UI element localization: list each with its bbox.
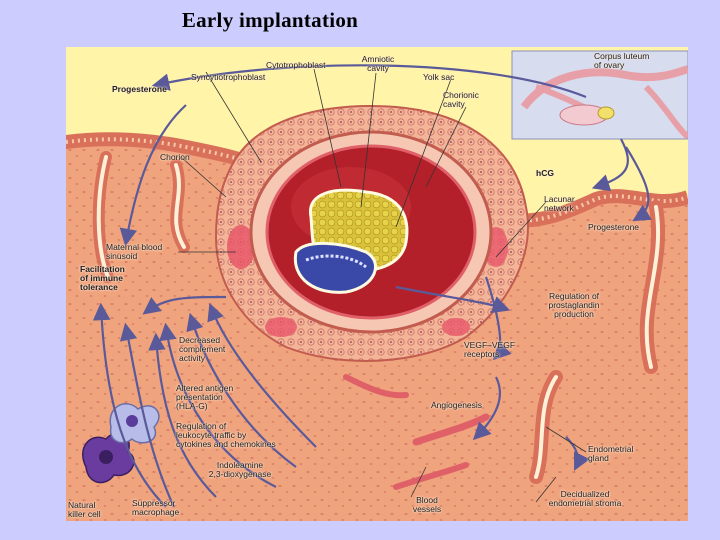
label-syncytiotrophoblast: Syncytiotrophoblast [191, 72, 266, 82]
maternal-blood-sinusoid [227, 225, 255, 269]
label-decidualized-stroma: Decidualized endometrial stroma [548, 489, 622, 508]
leader-lines [178, 68, 587, 503]
blood-vessel [412, 413, 490, 446]
label-yolk-sac: Yolk sac [423, 72, 455, 82]
label-corpus-luteum: Corpus luteum of ovary [594, 51, 650, 70]
label-vegf: VEGF–VEGF receptors [464, 340, 516, 359]
label-complement: Decreased complement activity [179, 335, 226, 363]
label-cytotrophoblast: Cytotrophoblast [266, 60, 326, 70]
ovary-inset [511, 50, 688, 140]
label-maternal-blood-sinusoid: Maternal blood sinusoid [106, 242, 163, 261]
label-suppressor-macrophage: Suppressor macrophage [132, 498, 180, 517]
label-chorionic-cavity: Chorionic cavity [443, 90, 479, 109]
label-natural-killer-cell: Natural killer cell [68, 500, 101, 519]
label-angiogenesis: Angiogenesis [431, 400, 483, 410]
label-endometrial-gland: Endometrial gland [588, 444, 634, 463]
slide-title: Early implantation [181, 8, 359, 32]
label-progesterone-top: Progesterone [112, 84, 167, 94]
label-progesterone-right: Progesterone [588, 222, 640, 232]
implantation-drawing [66, 47, 688, 521]
signal-arrows [92, 64, 652, 508]
label-leukocyte-traffic: Regulation of leukocyte traffic by cytok… [176, 421, 276, 449]
label-prostaglandin: Regulation of prostaglandin production [548, 291, 600, 319]
implantation-illustration: Corpus luteum of ovary Amniotic cavity C… [66, 47, 688, 521]
label-antigen-presentation: Altered antigen presentation (HLA-G) [176, 383, 234, 411]
label-lacunar-network: Lacunar network [544, 194, 575, 213]
label-immune-tolerance: Facilitation of immune tolerance [80, 264, 125, 292]
label-hcg: hCG [536, 168, 554, 178]
label-chorion: Chorion [160, 152, 190, 162]
label-indoleamine: Indoleamine 2,3-dioxygenase [208, 460, 272, 479]
label-blood-vessels: Blood vessels [412, 495, 442, 514]
embryonic-disc [293, 241, 377, 294]
label-amniotic-cavity: Amniotic cavity [361, 54, 395, 73]
